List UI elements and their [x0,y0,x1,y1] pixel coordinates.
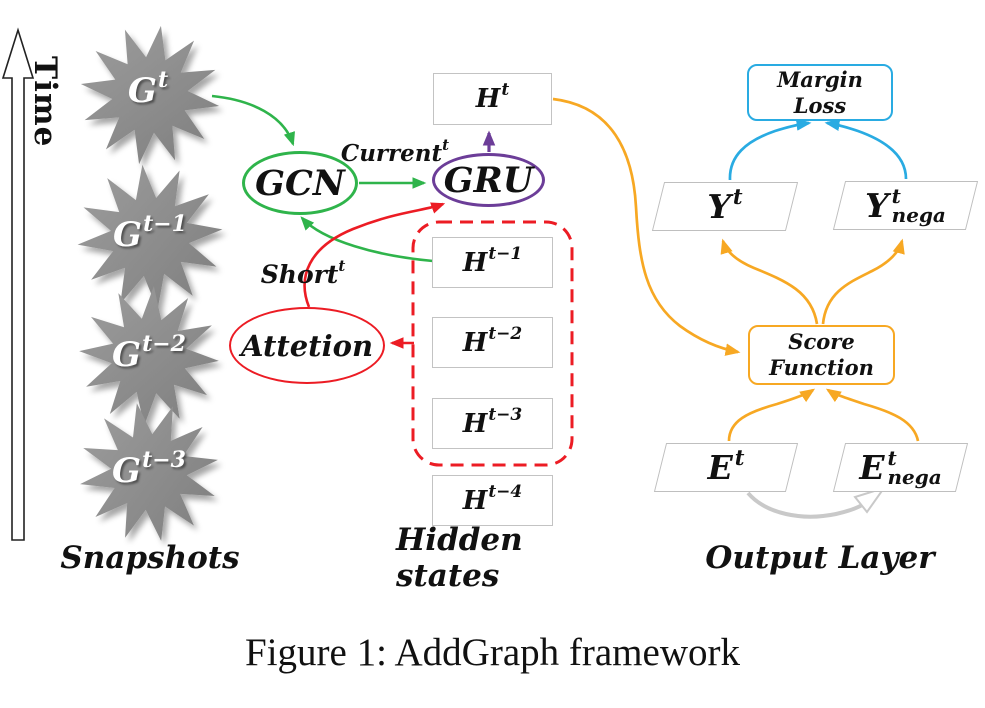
ynega-supsub: t nega [892,186,946,225]
e-sup: t [734,445,745,470]
enega-base: E [859,448,885,487]
section-label-snapshots: Snapshots [40,538,260,578]
gru-node: GRU [432,153,545,207]
hidden-base: H [462,247,488,278]
attention-label: Attetion [240,328,374,363]
edge-snapshot-to-gcn [211,94,295,147]
margin-loss-box: Margin Loss [747,64,893,121]
snapshot-sup: t−3 [142,447,186,473]
enega-sup: t [887,446,897,470]
snapshot-base: G [113,215,143,255]
attention-node: Attetion [229,307,385,384]
section-label-hidden-states: Hidden states [396,522,636,594]
edge-y-to-marginloss [728,118,812,181]
ynega-sup: t [891,184,901,208]
score-function-box: Score Function [748,325,895,385]
gcn-label: GCN [255,162,345,204]
edge-ynega-to-marginloss [824,118,908,180]
snapshot-base: G [127,71,157,111]
score-function-line1: Score [788,329,855,355]
edge-label-short-base: Short [260,259,339,289]
enega-label: E t nega [839,443,962,492]
hidden-sup: t [501,80,510,100]
edge-attention-to-gru [303,202,446,308]
y-base: Y [707,187,731,226]
edge-label-short-sup: t [338,257,346,275]
time-axis-arrow [1,27,35,541]
edge-label-current-sup: t [442,136,450,154]
section-hidden-text: Hidden states [396,522,523,594]
attention-window-dashed-box [411,220,574,467]
gru-label: GRU [443,159,534,201]
margin-loss-line1: Margin [777,66,863,92]
hidden-sup: t−3 [488,404,523,425]
section-output-text: Output Layer [705,540,935,576]
hidden-base: H [462,327,488,358]
section-label-output-layer: Output Layer [700,538,940,578]
snapshot-sup: t−1 [143,211,187,237]
edge-e-to-enega-arrowhead [853,486,887,514]
hidden-base: H [462,408,488,439]
hidden-base: H [475,84,501,114]
hidden-sup: t−4 [488,481,523,502]
ynega-sub: nega [891,203,946,227]
snapshot-sup: t [157,67,169,93]
hidden-sup: t−1 [488,243,523,264]
edge-ht-to-score [552,97,741,356]
edge-score-to-ynega [821,238,905,325]
e-base: E [707,448,733,487]
figure-caption: Figure 1: AddGraph framework [245,631,740,674]
edge-score-to-y [720,238,819,325]
gcn-node: GCN [242,151,358,215]
hidden-base: H [462,485,488,516]
snapshot-sup: t−2 [142,331,186,357]
enega-supsub: t nega [887,448,941,487]
ynega-label: Y t nega [839,181,972,230]
snapshot-base: G [112,335,142,375]
score-function-line2: Function [769,355,874,380]
edge-label-current-base: Current [340,139,443,167]
enega-sub: nega [887,465,942,489]
edge-hprev-to-gcn [300,216,434,263]
margin-loss-line2: Loss [793,92,847,118]
snapshot-base: G [112,451,142,491]
section-snapshots-text: Snapshots [60,540,240,576]
hidden-sup: t−2 [488,323,523,344]
edge-enega-to-score [825,388,920,442]
time-axis-label: Time [27,56,63,148]
ynega-base: Y [865,186,889,225]
edge-e-to-score [727,388,816,442]
y-sup: t [732,184,743,209]
